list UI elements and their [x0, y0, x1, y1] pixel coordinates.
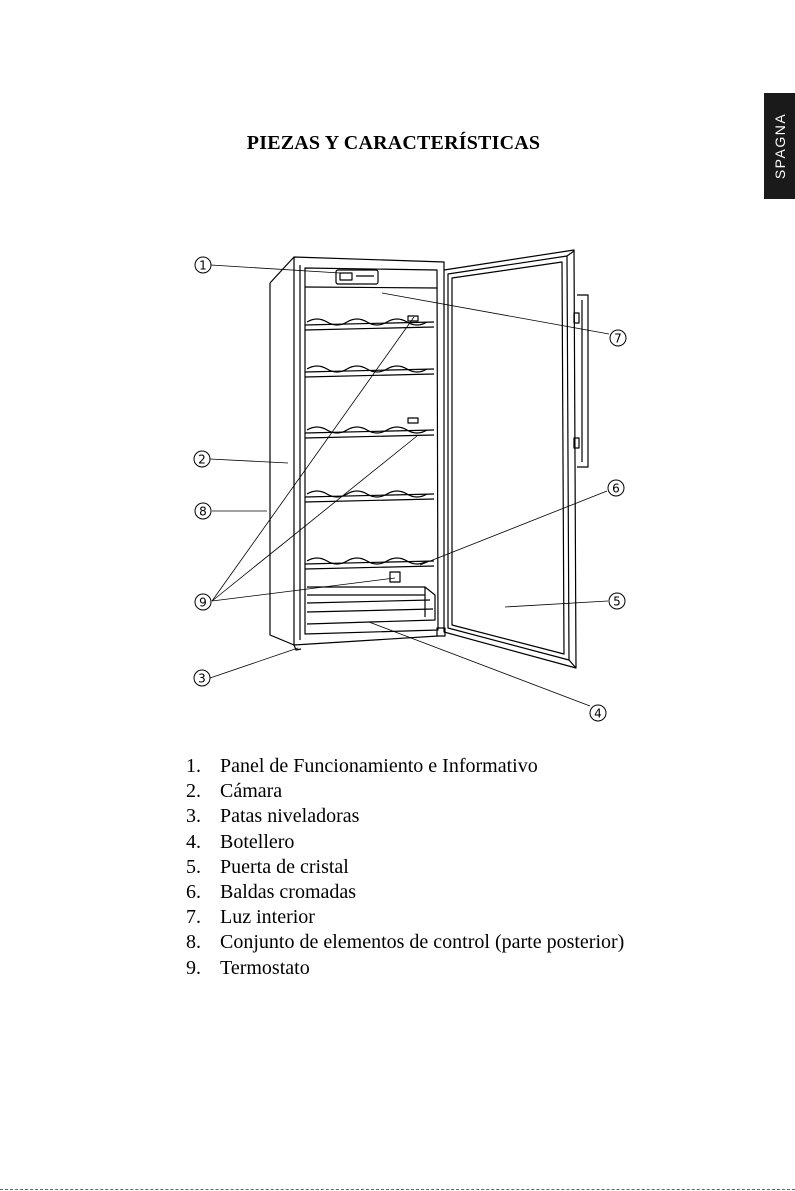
list-item-number: 3.: [186, 804, 220, 829]
svg-text:4: 4: [594, 707, 602, 721]
list-item-number: 9.: [186, 956, 220, 981]
callout-5: 5: [609, 593, 625, 609]
list-item-label: Botellero: [220, 830, 294, 855]
callout-4: 4: [590, 705, 606, 721]
svg-text:2: 2: [198, 453, 206, 467]
svg-text:9: 9: [199, 596, 207, 610]
list-item: 3.Patas niveladoras: [186, 804, 624, 829]
list-item: 6.Baldas cromadas: [186, 880, 624, 905]
glass-door: [437, 250, 576, 668]
list-item-number: 7.: [186, 905, 220, 930]
bottle-rack: [307, 572, 435, 624]
list-item-number: 4.: [186, 830, 220, 855]
control-panel: [305, 270, 437, 288]
list-item-label: Panel de Funcionamiento e Informativo: [220, 754, 538, 779]
list-item: 2.Cámara: [186, 779, 624, 804]
list-item-number: 1.: [186, 754, 220, 779]
list-item: 7.Luz interior: [186, 905, 624, 930]
svg-text:8: 8: [199, 505, 207, 519]
callout-1: 1: [195, 257, 211, 273]
list-item-label: Termostato: [220, 956, 310, 981]
list-item-label: Baldas cromadas: [220, 880, 356, 905]
list-item-number: 8.: [186, 930, 220, 955]
list-item-number: 5.: [186, 855, 220, 880]
list-item: 9.Termostato: [186, 956, 624, 981]
svg-text:6: 6: [612, 482, 620, 496]
list-item: 1.Panel de Funcionamiento e Informativo: [186, 754, 624, 779]
svg-text:3: 3: [198, 672, 206, 686]
list-item-number: 2.: [186, 779, 220, 804]
callout-6: 6: [608, 480, 624, 496]
list-item-label: Conjunto de elementos de control (parte …: [220, 930, 624, 955]
list-item: 4.Botellero: [186, 830, 624, 855]
wine-cooler-diagram: 1 2 3 4 5 6 7 8 9: [0, 0, 795, 740]
svg-text:5: 5: [613, 595, 621, 609]
door-handle: [574, 295, 588, 467]
list-item-label: Puerta de cristal: [220, 855, 349, 880]
callout-7: 7: [610, 330, 626, 346]
list-item-label: Luz interior: [220, 905, 315, 930]
svg-text:1: 1: [199, 259, 207, 273]
callout-9: 9: [195, 594, 211, 610]
page-bottom-rule: [0, 1189, 795, 1190]
callout-3: 3: [194, 670, 210, 686]
list-item: 5.Puerta de cristal: [186, 855, 624, 880]
callout-8: 8: [195, 503, 211, 519]
parts-list: 1.Panel de Funcionamiento e Informativo …: [186, 754, 624, 981]
svg-text:7: 7: [614, 332, 622, 346]
callout-2: 2: [194, 451, 210, 467]
list-item-label: Patas niveladoras: [220, 804, 359, 829]
list-item-number: 6.: [186, 880, 220, 905]
list-item: 8.Conjunto de elementos de control (part…: [186, 930, 624, 955]
list-item-label: Cámara: [220, 779, 282, 804]
